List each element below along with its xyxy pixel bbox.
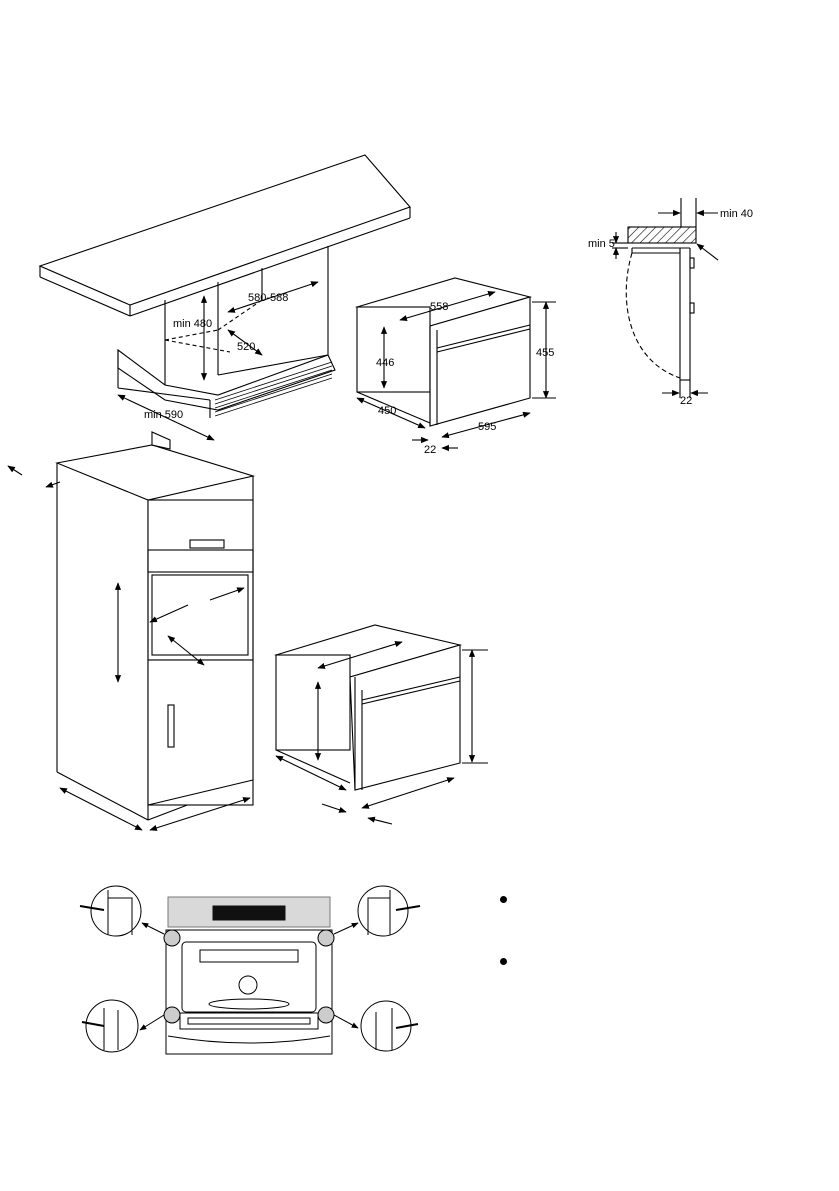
dim-arrow-450 xyxy=(356,397,426,429)
bullet-icon xyxy=(500,958,507,965)
dim-label-min480: min 480 xyxy=(173,318,212,330)
instruction-item xyxy=(500,890,507,952)
screw-detail-bottom-left xyxy=(85,999,139,1053)
dim-label-450: 450 xyxy=(378,405,396,417)
dim-label-520: 520 xyxy=(237,341,255,353)
counter-install-drawing xyxy=(38,154,411,441)
dim-arrow-depth-520 xyxy=(227,329,263,356)
dim-label-446: 446 xyxy=(376,357,394,369)
oven-display xyxy=(212,905,286,921)
dim-label-min40: min 40 xyxy=(720,208,753,220)
dim-label-558: 558 xyxy=(430,301,448,313)
dim-label-22-side: 22 xyxy=(680,395,692,407)
vent-slots xyxy=(214,361,333,417)
dim-arrow-min590 xyxy=(117,394,215,441)
oven-dimension-drawing xyxy=(354,277,556,452)
dim-label-580-588: 580-588 xyxy=(248,292,288,304)
dim-label-455: 455 xyxy=(536,347,554,359)
tall-cabinet-drawing xyxy=(7,431,256,831)
hatched-shelf xyxy=(627,226,697,244)
dim-label-595: 595 xyxy=(478,421,496,433)
side-clearance-drawing xyxy=(612,198,719,398)
dim-arrow-558 xyxy=(399,291,496,321)
dim-arrow-width-580 xyxy=(227,281,319,313)
screw-detail-top-left xyxy=(90,885,142,937)
dim-label-min5: min 5 xyxy=(588,238,615,250)
instruction-list xyxy=(500,890,507,1014)
dim-label-min590: min 590 xyxy=(144,409,183,421)
dim-label-22: 22 xyxy=(424,444,436,456)
screw-detail-top-right xyxy=(357,885,409,937)
dim-arrow-595 xyxy=(441,411,531,439)
screw-mounting-drawing xyxy=(79,885,421,1055)
oven-unlabeled-drawing xyxy=(274,624,488,825)
instruction-item xyxy=(500,952,507,1014)
bullet-icon xyxy=(500,896,507,903)
